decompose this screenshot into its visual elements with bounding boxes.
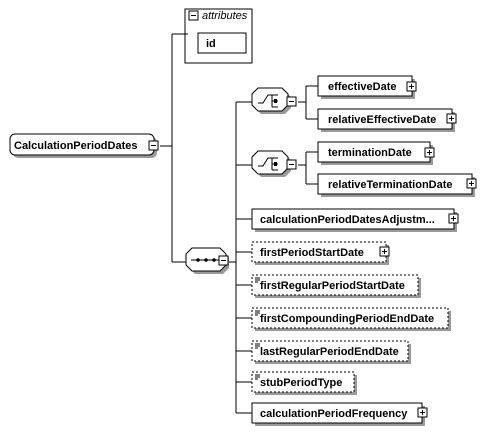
element-label: calculationPeriodDatesAdjustm...	[260, 214, 435, 226]
element-label: relativeTerminationDate	[328, 179, 453, 191]
element-first-compounding-period-end-date[interactable]: firstCompoundingPeriodEndDate	[251, 307, 451, 331]
element-relative-effective-date[interactable]: relativeEffectiveDate	[317, 108, 457, 132]
element-label: lastRegularPeriodEndDate	[260, 346, 399, 358]
choice-compositor[interactable]	[251, 150, 297, 177]
element-label: firstRegularPeriodStartDate	[260, 280, 405, 292]
root-element-label: CalculationPeriodDates	[14, 140, 137, 152]
element-termination-date[interactable]: terminationDate	[317, 141, 435, 165]
element-calculation-period-dates-adjustments[interactable]: calculationPeriodDatesAdjustm...	[251, 208, 459, 232]
element-stub-period-type[interactable]: stubPeriodType	[251, 371, 357, 395]
element-effective-date[interactable]: effectiveDate	[317, 75, 417, 99]
simple-type-marker-icon	[255, 343, 260, 349]
element-label: firstCompoundingPeriodEndDate	[260, 313, 434, 325]
element-calculation-period-frequency[interactable]: calculationPeriodFrequency	[251, 402, 428, 426]
choice-compositor[interactable]	[251, 87, 297, 114]
expand-toggle[interactable]	[424, 147, 435, 158]
root-element[interactable]: CalculationPeriodDates	[9, 133, 159, 158]
element-label: firstPeriodStartDate	[260, 247, 364, 259]
element-label: calculationPeriodFrequency	[260, 408, 408, 420]
attributes-collapse-toggle[interactable]	[188, 10, 199, 21]
connector-lines	[160, 33, 318, 414]
sequence-compositor[interactable]	[185, 247, 229, 274]
choice-collapse-toggle[interactable]	[286, 159, 297, 170]
expand-toggle[interactable]	[379, 246, 390, 257]
element-label: stubPeriodType	[260, 377, 342, 389]
simple-type-marker-icon	[255, 374, 260, 380]
element-label: terminationDate	[328, 147, 412, 159]
element-relative-termination-date[interactable]: relativeTerminationDate	[317, 173, 477, 197]
expand-toggle[interactable]	[448, 213, 459, 224]
element-last-regular-period-end-date[interactable]: lastRegularPeriodEndDate	[251, 340, 411, 364]
element-label: effectiveDate	[328, 81, 396, 93]
root-collapse-toggle[interactable]	[148, 140, 159, 151]
choice-collapse-toggle[interactable]	[286, 96, 297, 107]
element-label: relativeEffectiveDate	[328, 114, 436, 126]
simple-type-marker-icon	[255, 310, 260, 316]
element-first-period-start-date[interactable]: firstPeriodStartDate	[251, 241, 390, 265]
expand-toggle[interactable]	[406, 81, 417, 92]
simple-type-marker-icon	[255, 277, 260, 283]
element-first-regular-period-start-date[interactable]: firstRegularPeriodStartDate	[251, 274, 421, 298]
expand-toggle[interactable]	[417, 407, 428, 418]
attributes-group: attributes id	[184, 8, 253, 64]
expand-toggle[interactable]	[466, 178, 477, 189]
attributes-title: attributes	[202, 10, 248, 22]
sequence-collapse-toggle[interactable]	[218, 255, 229, 266]
attribute-id[interactable]: id	[197, 32, 247, 54]
expand-toggle[interactable]	[446, 113, 457, 124]
attribute-id-label: id	[206, 38, 216, 50]
